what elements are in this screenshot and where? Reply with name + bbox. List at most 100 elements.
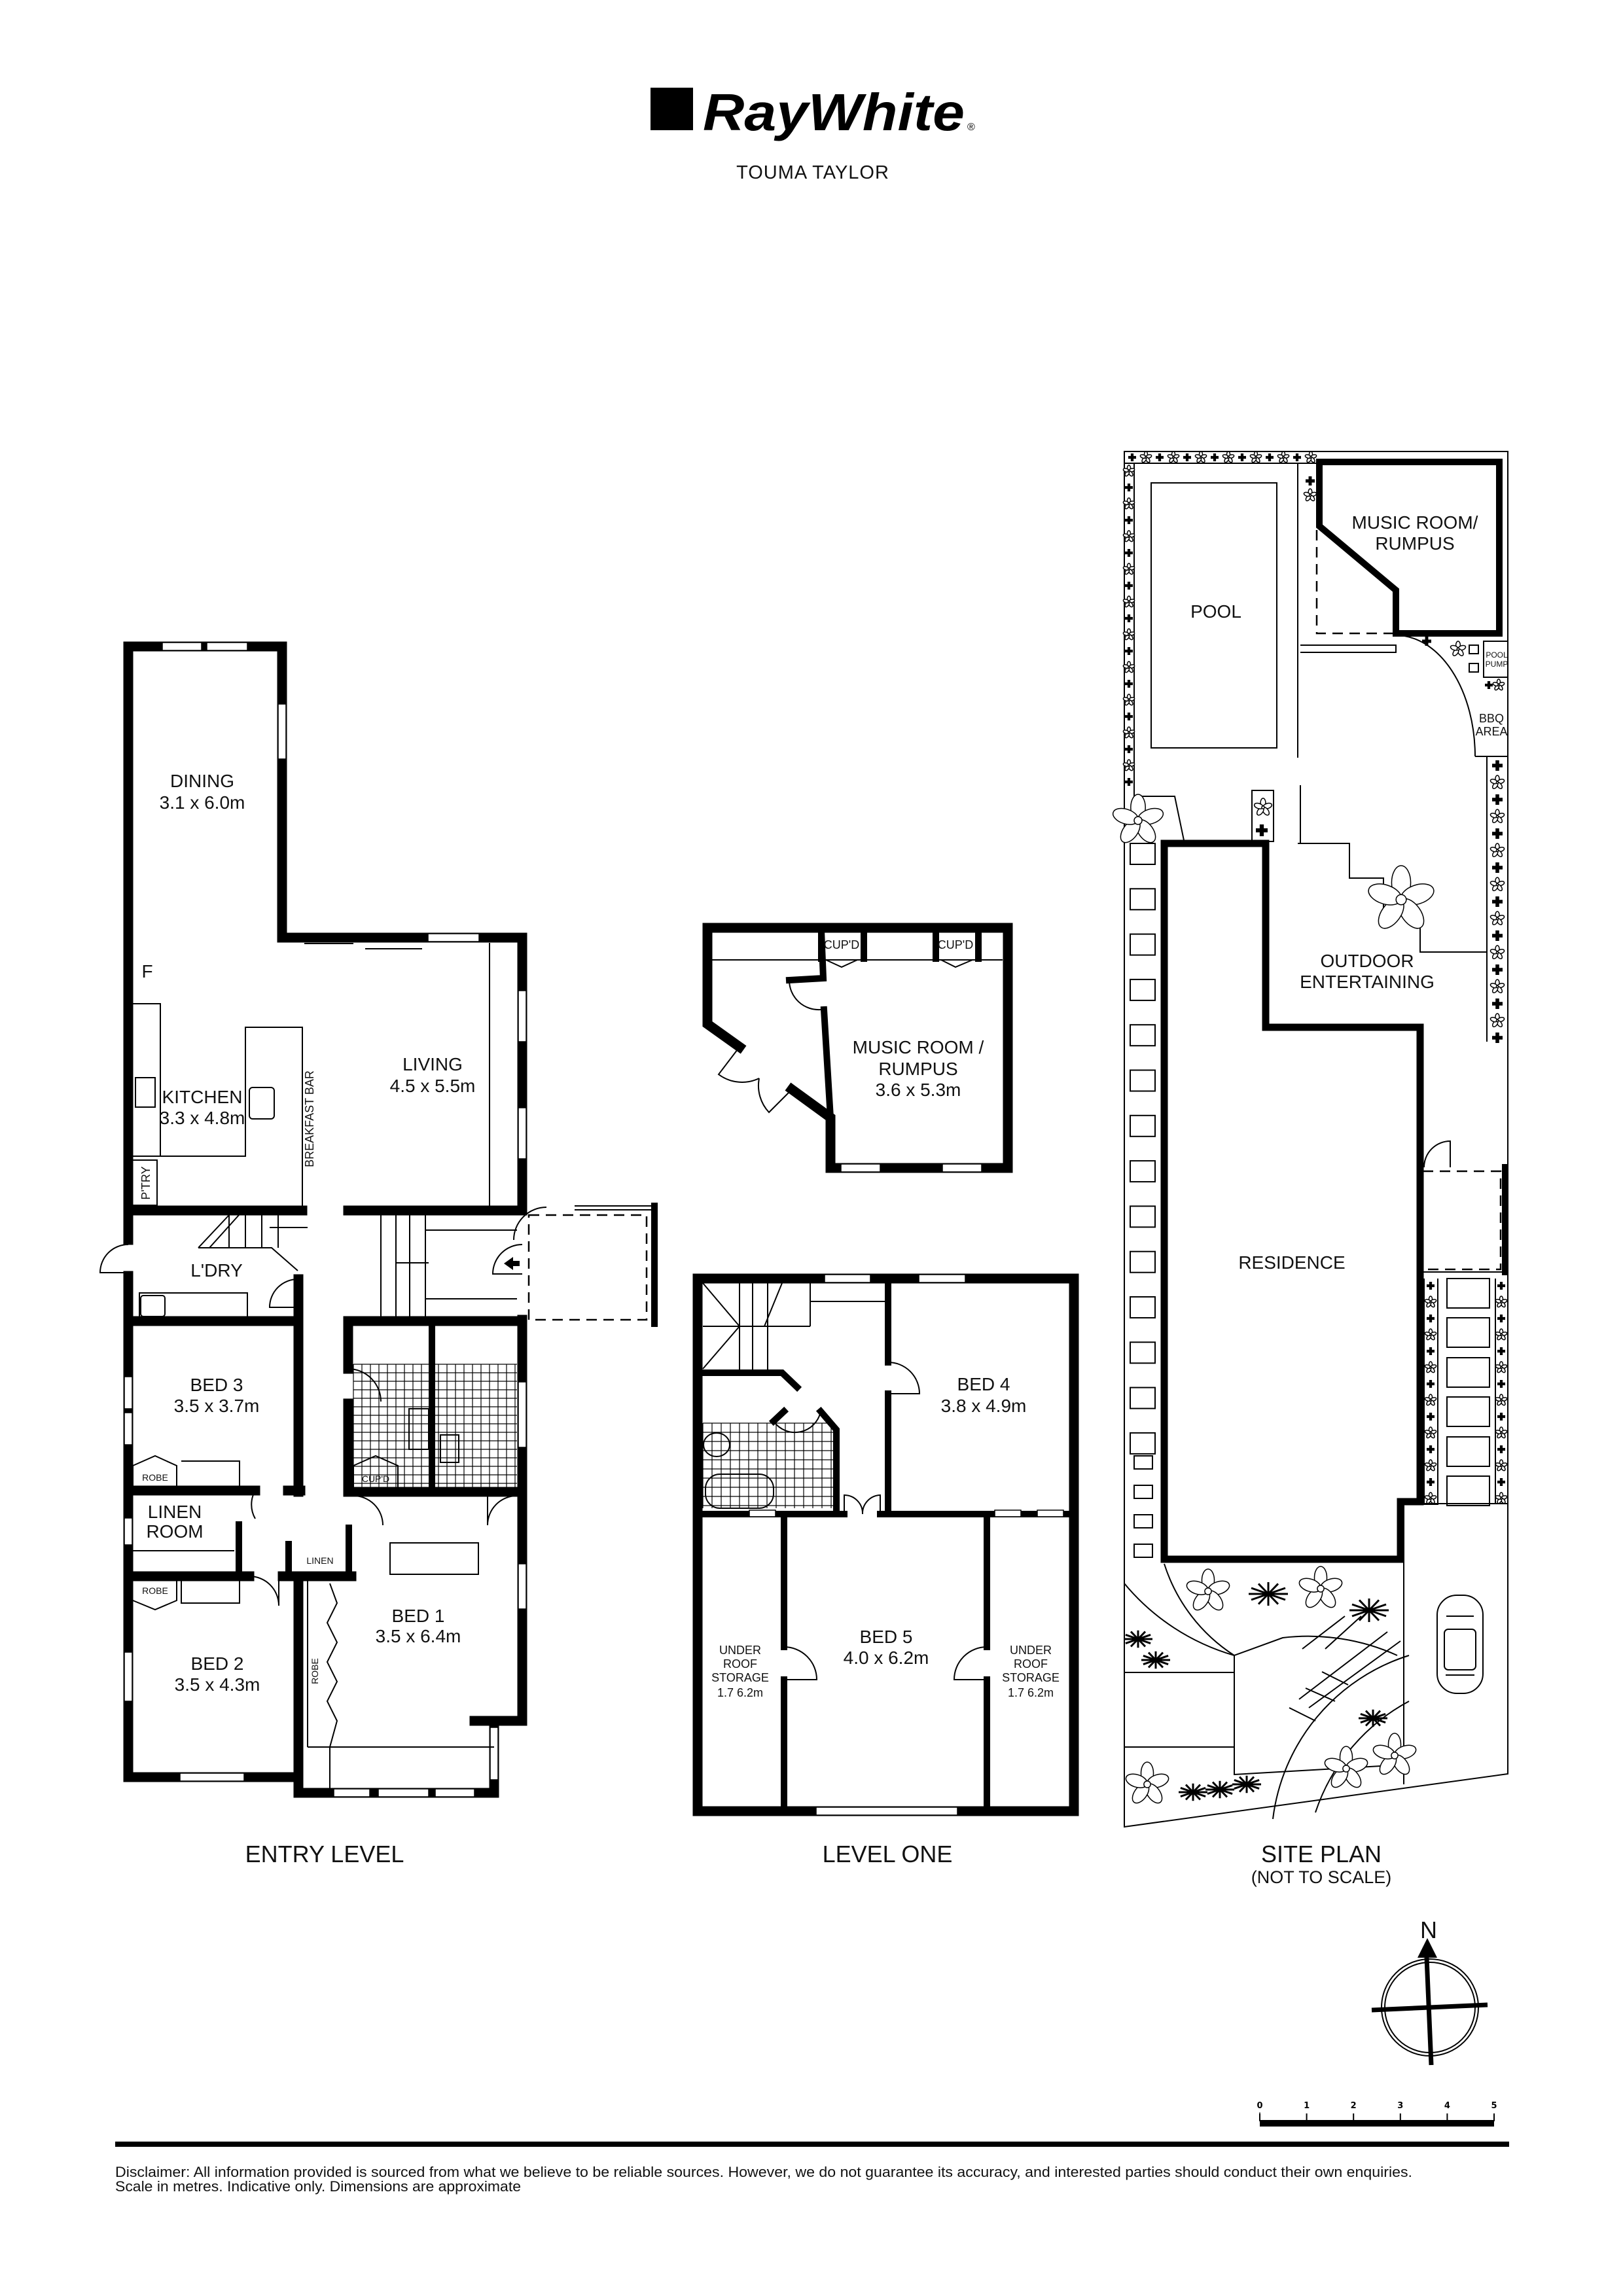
flower-center [1499,1496,1503,1500]
shrub-shape [1306,476,1315,486]
windows [124,642,527,1797]
room-living-dims: 4.5 x 5.5m [390,1076,476,1096]
room-bed3-name: BED 3 [190,1375,243,1395]
storage-label-line: STORAGE [711,1671,769,1684]
shrub-icon [1125,713,1133,720]
breakfast-bar-label: BREAKFAST BAR [303,1070,316,1167]
stepping-stone [1133,1455,1153,1470]
room-bed5-dims: 4.0 x 6.2m [844,1648,929,1668]
flower-center [1308,493,1312,497]
shrub-shape [1427,1380,1435,1388]
sink [249,1087,275,1120]
shrub-icon [1492,828,1503,839]
shrub-icon [1497,1413,1505,1421]
site-music-room-label-2: RUMPUS [1375,533,1454,554]
pool-pump-label: POOL [1486,650,1508,660]
north-compass-icon: N [1371,1916,1488,2066]
stepping-stone [1130,1432,1156,1455]
fern-icon [1124,1630,1152,1648]
shrub-icon [1125,516,1133,524]
disclaimer-line-1: Disclaimer: All information provided is … [115,2164,1412,2180]
site-pool-label: POOL [1190,601,1241,622]
shrub-icon [1497,1347,1505,1355]
music-cupboard-label-1: CUP'D [824,938,859,951]
site-landscaping [1112,451,1508,1804]
logo-square [651,88,693,130]
residence-outline [1160,839,1424,1563]
room-bed5-name: BED 5 [860,1627,913,1647]
scale-tick-label: 1 [1304,2101,1310,2111]
shrub-shape [1266,453,1274,461]
flower-icon [1424,1394,1437,1406]
fern-shape [1124,1630,1152,1648]
room-kitchen-name: KITCHEN [162,1087,243,1107]
shrub-shape [1125,745,1133,753]
fern-icon [1232,1775,1261,1793]
shrub-icon [1427,1380,1435,1388]
room-dining-name: DINING [170,771,234,791]
stepping-stone [1130,1296,1156,1318]
room-bed2-name: BED 2 [191,1653,244,1674]
shrub-shape [1125,484,1133,491]
shrub-icon [1125,745,1133,753]
shrub-shape [1125,582,1133,590]
scale-tick-label: 2 [1351,2101,1357,2111]
flower-center [1495,781,1499,785]
fern-shape [1232,1775,1261,1793]
scale-tick-label: 5 [1491,2101,1497,2111]
shrub-shape [1492,930,1503,941]
music-room-name-2: RUMPUS [878,1059,957,1079]
shrub-shape [1492,1033,1503,1043]
stepping-stone [1130,1160,1156,1183]
flower-icon [1122,595,1135,608]
entry-arrow-icon [504,1257,520,1270]
flower-center [1261,805,1265,809]
flower-center [1495,849,1499,853]
shrub-icon [1125,680,1133,688]
room-bed4-name: BED 4 [957,1374,1010,1394]
shrub-icon [1427,1315,1435,1322]
flower-center [1133,816,1143,825]
flower-icon [1495,1296,1508,1308]
shrub-shape [1427,1478,1435,1486]
room-dining-dims: 3.1 x 6.0m [160,792,245,813]
flower-center [1495,1019,1499,1023]
flower-icon [1450,641,1467,656]
paver [1446,1436,1490,1467]
fern-icon [1205,1780,1234,1799]
flower-center [1127,698,1131,702]
room-kitchen-dims: 3.3 x 4.8m [160,1108,245,1128]
site-boundary [1124,451,1508,1828]
north-label: N [1420,1916,1437,1943]
flower-icon [1489,809,1505,824]
shrub-icon [1492,1033,1503,1043]
shrub-icon [1125,582,1133,590]
shrub-icon [1492,964,1503,975]
flower-icon [1372,1733,1417,1775]
flower-icon [1122,694,1135,706]
stepping-stone [1133,1514,1153,1528]
flower-icon [1424,1328,1437,1341]
shrub-shape [1125,549,1133,557]
flower-icon [1495,1394,1508,1406]
shrub-icon [1266,453,1274,461]
music-room-plan: CUP'D CUP'D MUSIC ROOM / RUMPUS 3.6 x 5.… [702,923,1013,1173]
flower-center [1456,647,1460,651]
shrub-icon [1427,1445,1435,1453]
fridge-label: F [141,961,152,981]
flower-icon [1424,1459,1437,1472]
paver [1446,1475,1490,1506]
footer-divider [115,2142,1509,2147]
vanity-2 [440,1434,459,1463]
flower-icon [1194,451,1207,463]
flower-icon [1489,843,1505,858]
shrub-icon [1427,1347,1435,1355]
shrub-shape [1492,998,1503,1009]
pool [1150,482,1277,749]
flower-center [1499,1398,1503,1402]
shrub-icon [1497,1478,1505,1486]
flower-center [1281,455,1285,459]
car-icon [1436,1595,1484,1694]
flower-icon [1122,563,1135,575]
